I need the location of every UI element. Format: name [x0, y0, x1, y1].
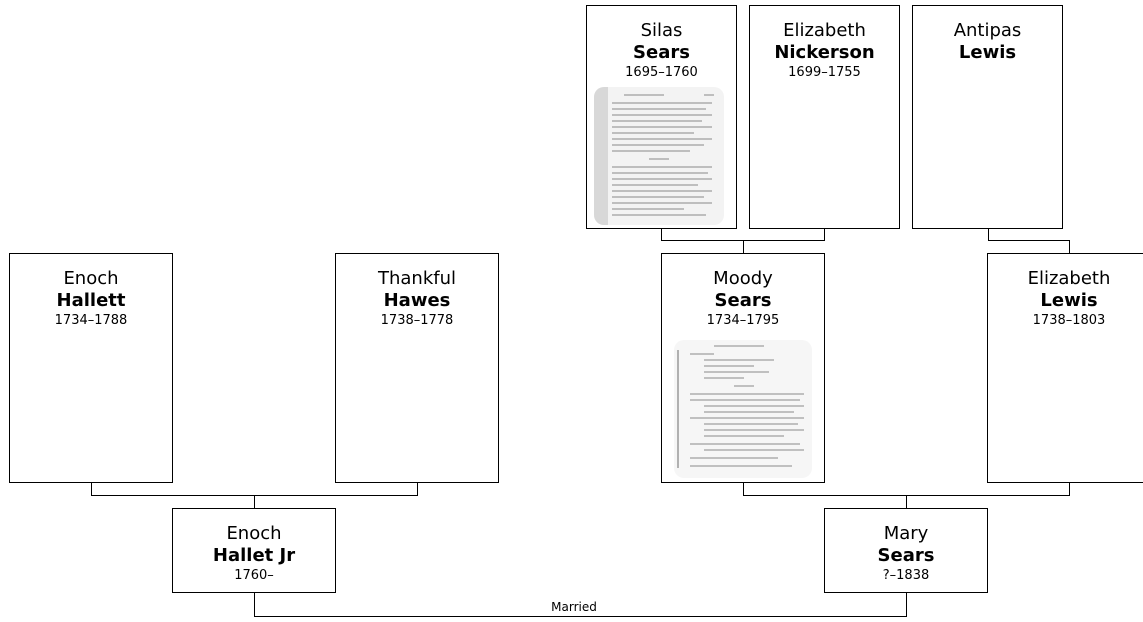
surname: Hallett — [56, 290, 126, 311]
given-name: Elizabeth — [1027, 268, 1111, 289]
connector-line — [988, 240, 1070, 241]
married-connector-line — [254, 616, 907, 617]
person-card-silas-sears[interactable]: Silas Sears 1695–1760 — [586, 5, 737, 229]
given-name: Mary — [883, 523, 929, 544]
person-card-elizabeth-nickerson[interactable]: Elizabeth Nickerson 1699–1755 — [749, 5, 900, 229]
person-card-elizabeth-lewis[interactable]: Elizabeth Lewis 1738–1803 — [987, 253, 1143, 483]
surname: Lewis — [1040, 290, 1098, 311]
connector-line — [417, 482, 418, 496]
given-name: Enoch — [226, 523, 282, 544]
surname: Sears — [633, 42, 690, 63]
given-name: Antipas — [953, 20, 1022, 41]
life-dates: 1734–1795 — [706, 313, 780, 328]
life-dates: 1699–1755 — [788, 65, 861, 80]
surname: Hawes — [383, 290, 451, 311]
given-name: Enoch — [63, 268, 119, 289]
connector-line — [91, 482, 92, 496]
connector-line — [988, 228, 989, 241]
life-dates: 1738–1778 — [380, 313, 454, 328]
connector-line — [743, 482, 744, 496]
connector-line — [254, 495, 255, 509]
connector-line — [906, 495, 907, 509]
life-dates: ?–1838 — [882, 568, 930, 583]
surname: Sears — [877, 545, 935, 566]
life-dates: 1738–1803 — [1032, 313, 1106, 328]
given-name: Moody — [713, 268, 773, 289]
given-name: Thankful — [377, 268, 456, 289]
connector-line — [661, 228, 662, 241]
life-dates: 1734–1788 — [54, 313, 128, 328]
connector-line — [1069, 240, 1070, 254]
connector-line — [824, 228, 825, 241]
life-dates: 1760– — [234, 568, 274, 583]
life-dates: 1695–1760 — [625, 65, 698, 80]
document-photo-thumbnail[interactable] — [674, 340, 812, 478]
surname: Hallet Jr — [212, 545, 296, 566]
married-label: Married — [551, 600, 597, 614]
document-page-icon — [674, 340, 812, 478]
connector-line — [1069, 482, 1070, 496]
surname: Sears — [714, 290, 772, 311]
surname: Nickerson — [774, 42, 875, 63]
person-card-moody-sears[interactable]: Moody Sears 1734–1795 — [661, 253, 825, 483]
document-photo-thumbnail[interactable] — [594, 87, 724, 225]
given-name: Silas — [640, 20, 683, 41]
person-card-antipas-lewis[interactable]: Antipas Lewis — [912, 5, 1063, 229]
given-name: Elizabeth — [783, 20, 866, 41]
surname: Lewis — [958, 42, 1017, 63]
person-card-mary-sears[interactable]: Mary Sears ?–1838 — [824, 508, 988, 593]
document-page-icon — [594, 87, 724, 225]
person-card-enoch-hallett[interactable]: Enoch Hallett 1734–1788 — [9, 253, 173, 483]
person-card-thankful-hawes[interactable]: Thankful Hawes 1738–1778 — [335, 253, 499, 483]
person-card-enoch-hallet-jr[interactable]: Enoch Hallet Jr 1760– — [172, 508, 336, 593]
connector-line — [254, 592, 255, 617]
connector-line — [743, 240, 744, 254]
connector-line — [906, 592, 907, 617]
